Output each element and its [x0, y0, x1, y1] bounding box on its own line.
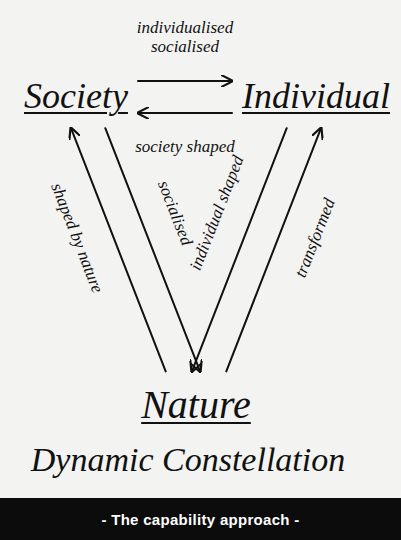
concept-word: Nature — [141, 381, 251, 429]
diagram-note: Dynamic Constellation — [31, 440, 345, 481]
concept-node: Individual — [238, 71, 394, 122]
concept-node: Society — [20, 71, 132, 122]
concept-word: Individual — [242, 75, 390, 118]
concept-word: Society — [24, 75, 128, 118]
arrow-connector — [138, 80, 232, 82]
arrow-label: society shaped — [126, 137, 244, 157]
caption-bar: - The capability approach - — [0, 498, 401, 540]
arrow-connector — [105, 128, 200, 371]
caption-text: - The capability approach - — [101, 511, 299, 528]
concept-node: Nature — [137, 377, 255, 433]
arrow-label: individualised socialised — [126, 18, 244, 57]
arrow-label: shaped by nature — [47, 180, 108, 296]
arrow-connector — [138, 112, 232, 114]
arrow-label: socialised — [153, 178, 196, 248]
arrow-label: individual shaped — [186, 153, 248, 273]
arrow-label: transformed — [291, 196, 339, 281]
